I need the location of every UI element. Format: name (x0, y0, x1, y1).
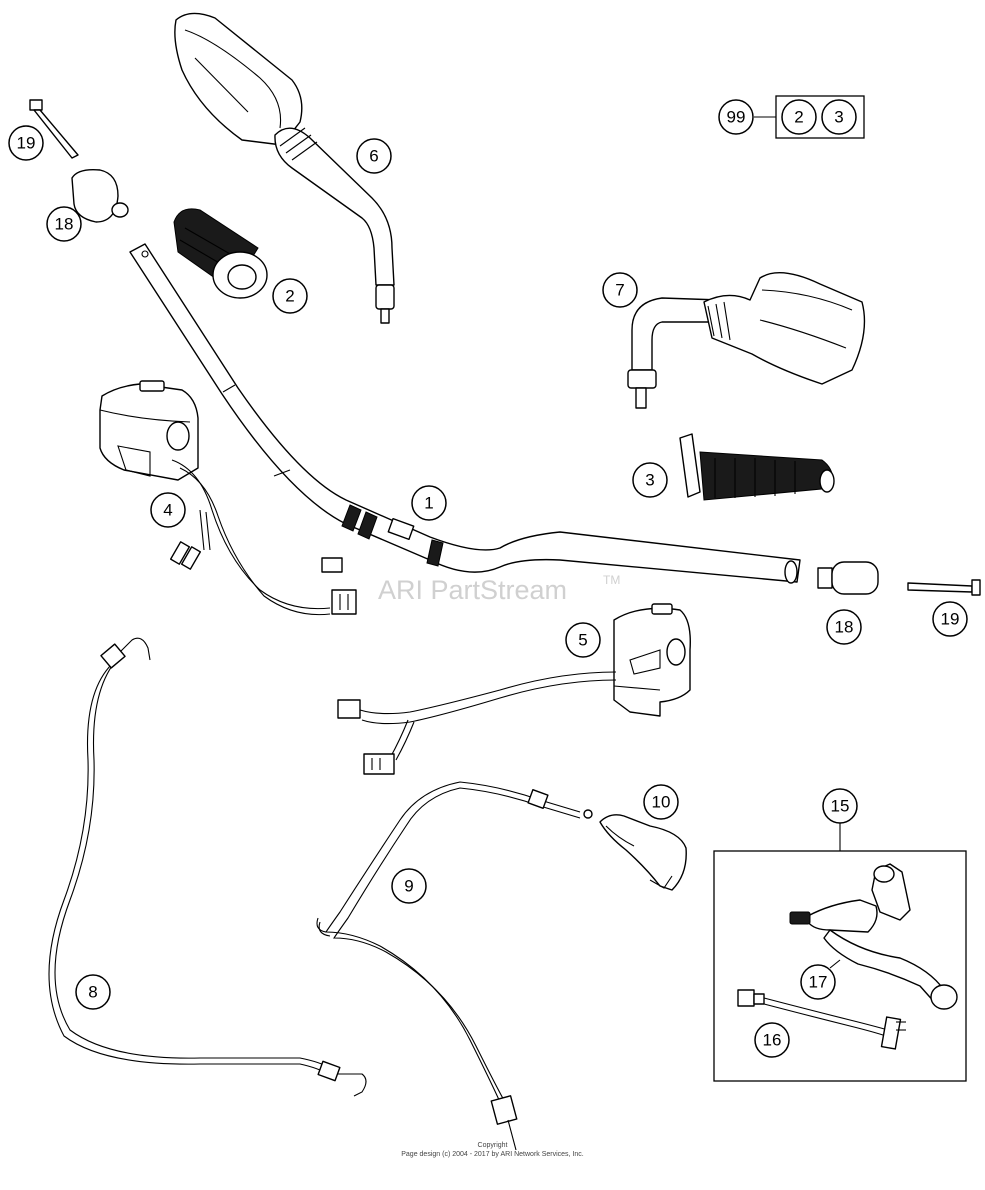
bar-end-weight-left[interactable] (71, 168, 129, 223)
throttle-cable[interactable] (316, 781, 593, 1151)
callout-3-label: 3 (645, 471, 654, 490)
right-switch-assembly[interactable] (337, 603, 691, 775)
callout-18-right[interactable]: 18 (826, 609, 862, 645)
right-grip[interactable] (679, 433, 835, 501)
kit-item-2-label: 2 (794, 108, 803, 127)
callout-8-label: 8 (88, 983, 97, 1002)
kit-item-3[interactable]: 3 (821, 99, 857, 135)
callout-6[interactable]: 6 (356, 138, 392, 174)
cable-boot[interactable] (599, 814, 687, 891)
callout-2-label: 2 (285, 287, 294, 306)
bar-end-weight-right[interactable] (817, 561, 879, 595)
callout-99[interactable]: 99 (718, 99, 754, 135)
right-mirror[interactable] (627, 272, 866, 409)
watermark-brand: ARI PartStream (378, 575, 567, 605)
callout-7[interactable]: 7 (602, 272, 638, 308)
callout-10[interactable]: 10 (643, 784, 679, 820)
callout-17-label: 17 (809, 973, 828, 992)
watermark-trademark: TM (603, 573, 620, 587)
callout-7-label: 7 (615, 281, 624, 300)
callout-5-label: 5 (578, 631, 587, 650)
callout-19-left-label: 19 (17, 134, 36, 153)
callout-5[interactable]: 5 (565, 622, 601, 658)
kit-item-3-label: 3 (834, 108, 843, 127)
footer-page-design: Page design (c) 2004 - 2017 by ARI Netwo… (401, 1151, 584, 1158)
callout-99-label: 99 (727, 108, 746, 127)
callout-19-right-label: 19 (941, 610, 960, 629)
callout-16[interactable]: 16 (754, 1022, 790, 1058)
callout-17[interactable]: 17 (800, 964, 836, 1000)
kit-item-2[interactable]: 2 (781, 99, 817, 135)
left-switch-assembly[interactable] (99, 380, 357, 616)
callout-8[interactable]: 8 (75, 974, 111, 1010)
callout-18-right-label: 18 (835, 618, 854, 637)
callout-1[interactable]: 1 (411, 485, 447, 521)
watermark: ARI PartStream TM (378, 573, 620, 605)
callout-18-left-label: 18 (55, 215, 74, 234)
callout-19-right[interactable]: 19 (932, 601, 968, 637)
bolt-right[interactable] (907, 579, 981, 596)
left-grip[interactable] (173, 208, 268, 299)
callout-9[interactable]: 9 (391, 868, 427, 904)
callout-4[interactable]: 4 (150, 492, 186, 528)
callout-16-label: 16 (763, 1031, 782, 1050)
clutch-lever[interactable] (789, 863, 958, 1010)
kit-reference (754, 95, 865, 139)
callout-15[interactable]: 15 (822, 788, 858, 824)
callout-10-label: 10 (652, 793, 671, 812)
callout-2[interactable]: 2 (272, 278, 308, 314)
callout-3[interactable]: 3 (632, 462, 668, 498)
callout-19-left[interactable]: 19 (8, 125, 44, 161)
bolt-left[interactable] (29, 99, 79, 159)
footer: Copyright Page design (c) 2004 - 2017 by… (0, 1141, 985, 1159)
footer-copyright: Copyright (477, 1142, 508, 1149)
clutch-switch[interactable] (737, 989, 906, 1050)
callout-9-label: 9 (404, 877, 413, 896)
callout-1-label: 1 (424, 494, 433, 513)
cable-8[interactable] (48, 637, 367, 1097)
handlebar[interactable] (129, 243, 801, 584)
leader-lines (829, 959, 841, 969)
callout-18-left[interactable]: 18 (46, 206, 82, 242)
callout-15-label: 15 (831, 797, 850, 816)
callout-6-label: 6 (369, 147, 378, 166)
left-mirror[interactable] (174, 12, 395, 324)
callout-4-label: 4 (163, 501, 172, 520)
